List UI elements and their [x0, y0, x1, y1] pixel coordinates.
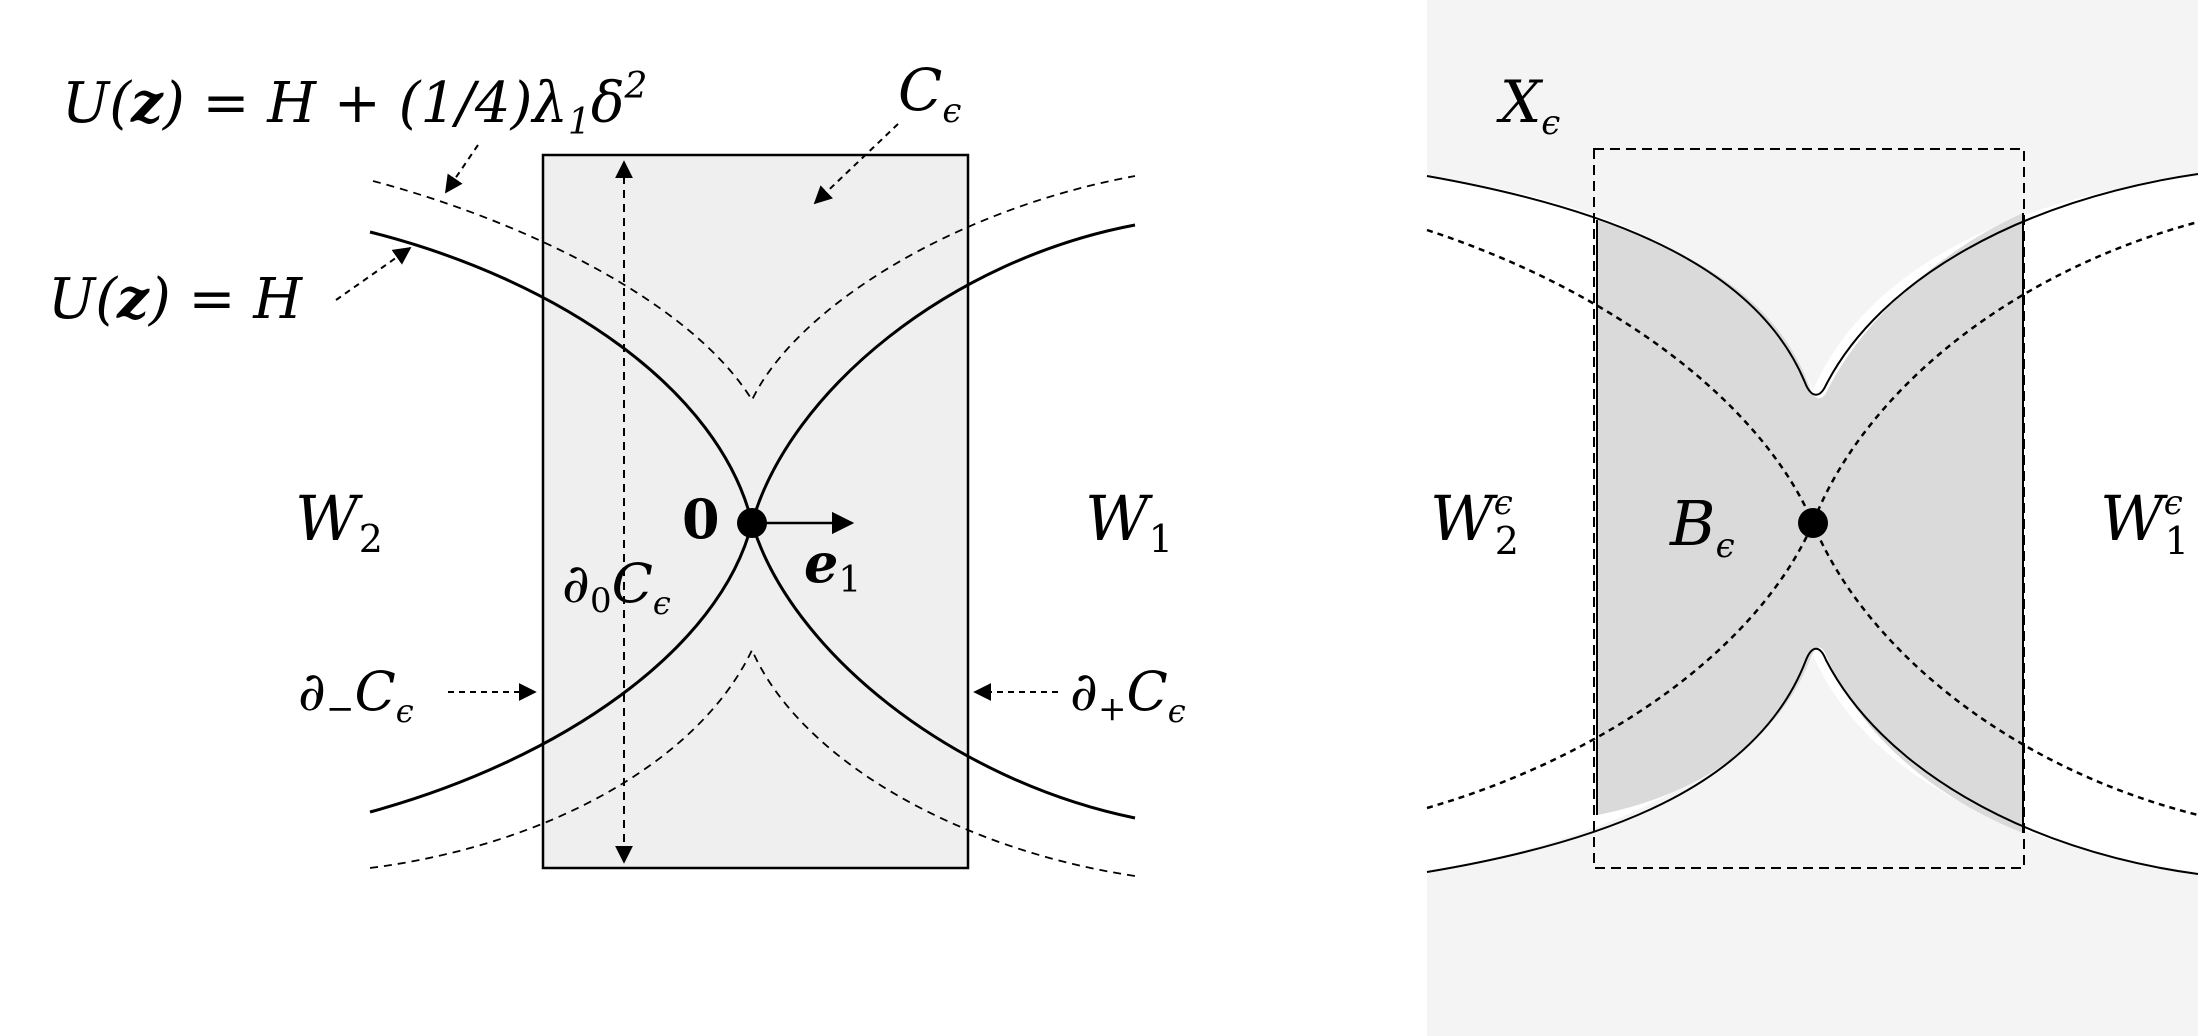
pointer-arrow-lambda	[444, 144, 479, 194]
label-level-lambda: U(z) = H + (1/4)λ1δ2	[62, 66, 647, 143]
dashed-separatrix-2	[1426, 220, 2198, 810]
pointer-arrow-H	[335, 246, 412, 301]
solid-curve-lower	[1426, 647, 2198, 875]
label-level-H: U(z) = H	[48, 266, 303, 332]
label-w2: W2	[295, 482, 383, 561]
label-b-eps: Bϵ	[1669, 487, 1735, 566]
pointer-arrow-c-eps	[813, 123, 899, 205]
saddle-point	[737, 508, 767, 538]
label-dplus-c: ∂+Cϵ	[1070, 660, 1186, 730]
label-origin: 0	[682, 487, 720, 551]
label-w1: W1	[1085, 482, 1173, 561]
left-panel: U(z) = H + (1/4)λ1δ2 U(z) = H Cϵ W2 W1 0…	[48, 56, 1186, 877]
solid-curve-upper-left	[1426, 173, 2198, 396]
label-d0c: ∂0Cϵ	[562, 552, 671, 622]
label-e1: e1	[804, 531, 861, 601]
label-dminus-c: ∂−Cϵ	[298, 660, 414, 730]
level-curve-lambda-upper	[372, 175, 1136, 402]
label-x-eps: Xϵ	[1496, 68, 1560, 143]
critical-point	[1798, 508, 1828, 538]
label-c-eps: Cϵ	[898, 56, 961, 131]
x-eps-dashed-box	[1593, 148, 2025, 869]
